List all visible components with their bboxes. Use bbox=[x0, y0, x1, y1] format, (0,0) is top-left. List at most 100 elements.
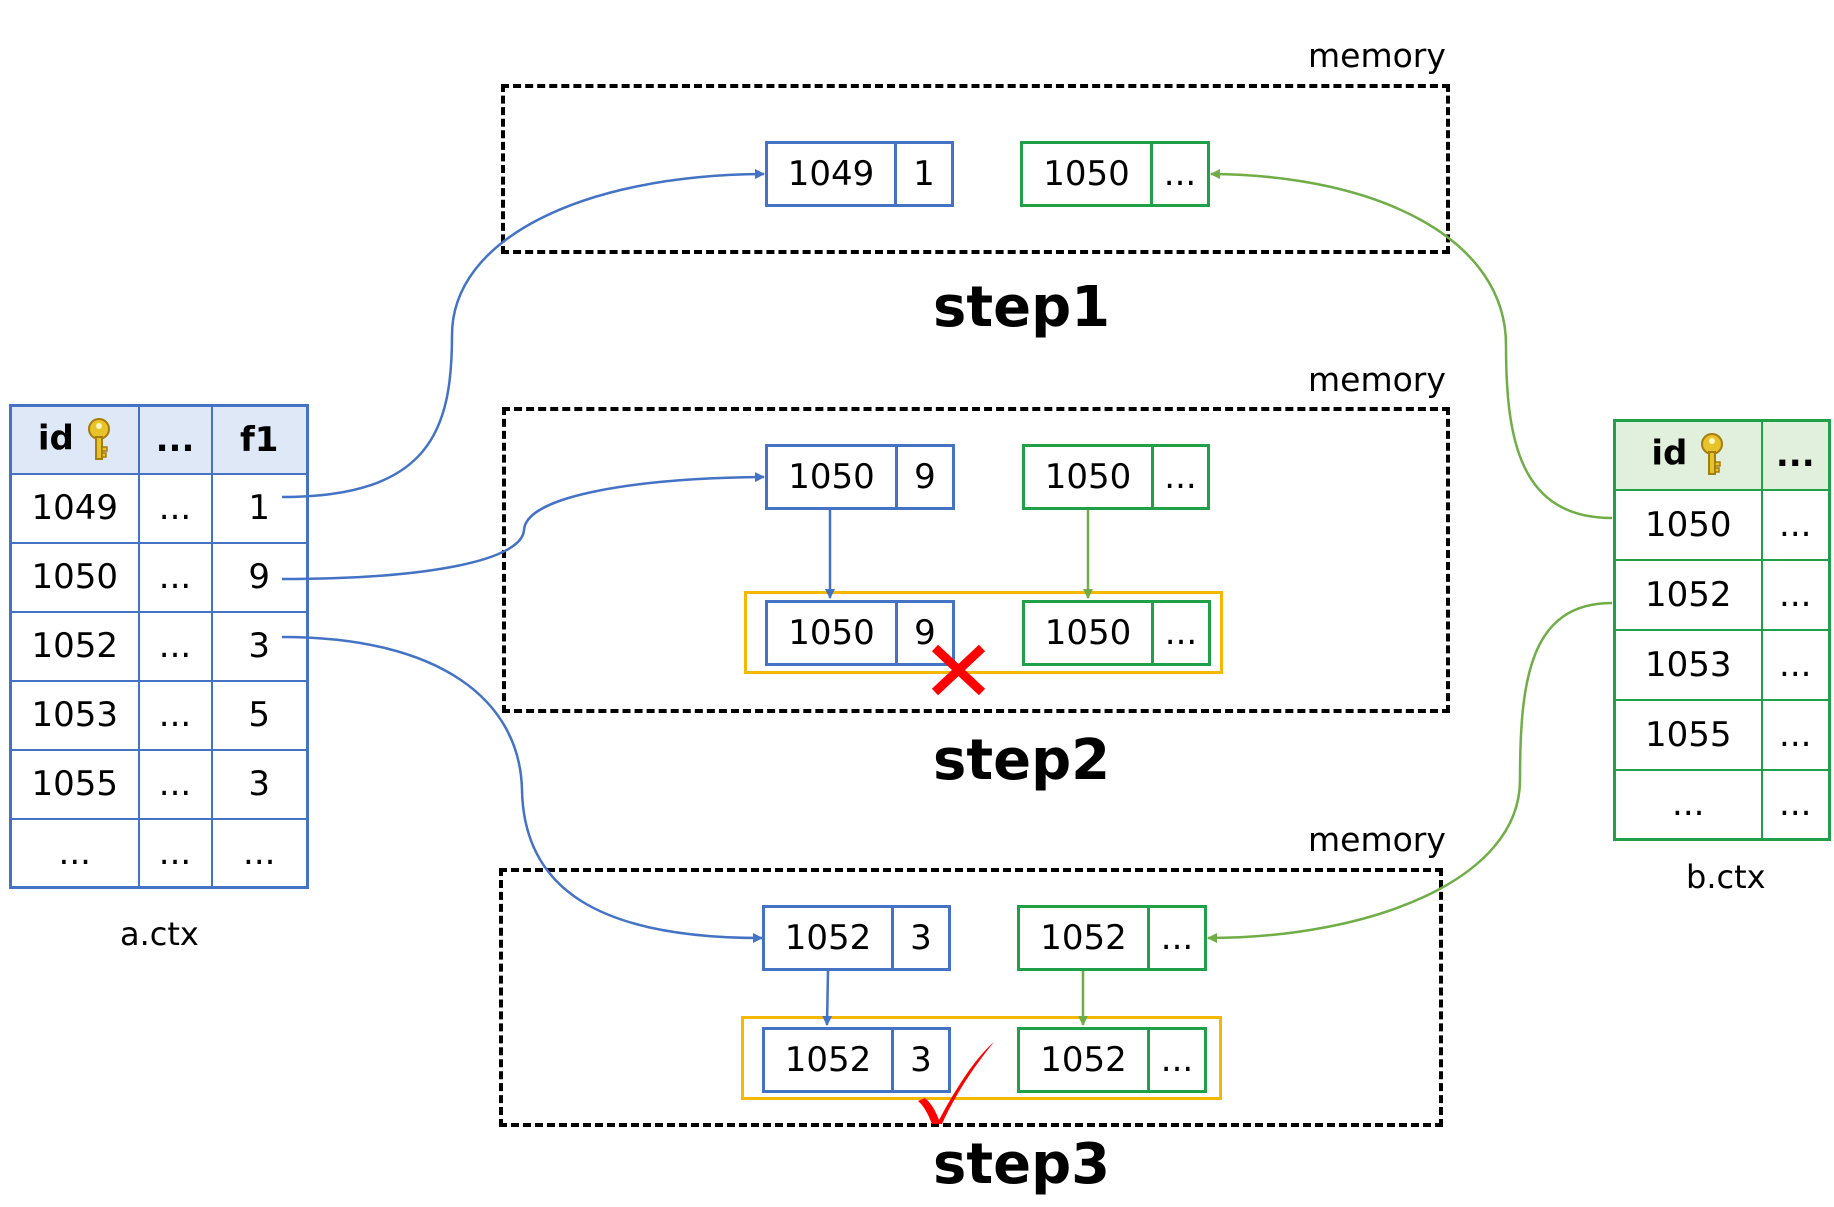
cell: 1049 bbox=[9, 472, 140, 544]
record-blue-step1: 1049 1 bbox=[765, 141, 954, 207]
record-id: 1049 bbox=[768, 144, 897, 204]
table-b-caption: b.ctx bbox=[1686, 858, 1766, 896]
table-a-header-etc: ... bbox=[137, 404, 213, 475]
record-id: 1050 bbox=[768, 603, 898, 663]
step-title-step3: step3 bbox=[933, 1132, 1111, 1197]
key-icon bbox=[1701, 433, 1724, 476]
record-id: 1052 bbox=[765, 908, 894, 968]
table-a-header-id: id bbox=[9, 404, 140, 475]
table-b: id ... 1050 ... 1052 ... 1053 ... bbox=[1613, 419, 1831, 841]
table-row: 1050 ... bbox=[1613, 488, 1831, 561]
cell: 1053 bbox=[9, 679, 140, 751]
cell: ... bbox=[1760, 768, 1831, 841]
joined-blue-step2: 1050 9 bbox=[765, 600, 955, 666]
cell: ... bbox=[1760, 558, 1831, 631]
cell: 3 bbox=[210, 748, 309, 820]
memory-label-step2: memory bbox=[1308, 360, 1446, 399]
table-b-header-id: id bbox=[1613, 419, 1763, 491]
record-id: 1050 bbox=[768, 447, 898, 507]
cell: ... bbox=[210, 817, 309, 889]
cell: ... bbox=[1613, 768, 1763, 841]
header-label: id bbox=[37, 418, 74, 459]
record-value: 3 bbox=[910, 918, 932, 958]
table-row: 1053 ... 5 bbox=[9, 679, 309, 751]
cell: 1 bbox=[210, 472, 309, 544]
record-value: ... bbox=[1164, 457, 1197, 497]
key-icon bbox=[87, 417, 110, 460]
connector-b-1052 bbox=[1207, 601, 1613, 943]
cell: 5 bbox=[210, 679, 309, 751]
joined-blue-step3: 1052 3 bbox=[762, 1027, 951, 1093]
table-row: ... ... bbox=[1613, 768, 1831, 841]
header-label: id bbox=[1651, 433, 1688, 474]
cell: 3 bbox=[210, 610, 309, 682]
record-value: ... bbox=[1163, 154, 1197, 194]
table-row: 1055 ... 3 bbox=[9, 748, 309, 820]
cell: ... bbox=[137, 610, 213, 682]
table-b-header-row: id ... bbox=[1613, 419, 1831, 491]
cell: 1055 bbox=[1613, 698, 1763, 771]
record-green-step3: 1052 ... bbox=[1017, 905, 1207, 971]
table-row: 1052 ... 3 bbox=[9, 610, 309, 682]
cell: ... bbox=[137, 472, 213, 544]
cell: ... bbox=[9, 817, 140, 889]
record-value: ... bbox=[1160, 1040, 1194, 1080]
cell: 1052 bbox=[1613, 558, 1763, 631]
cell: ... bbox=[1760, 628, 1831, 701]
memory-label-step1: memory bbox=[1308, 36, 1446, 75]
join-arrow-blue-step3 bbox=[822, 970, 833, 1026]
cell: ... bbox=[137, 748, 213, 820]
record-blue-step2: 1050 9 bbox=[765, 444, 955, 510]
cell: 1050 bbox=[9, 541, 140, 613]
step-title-step2: step2 bbox=[933, 728, 1111, 793]
table-a-header-f1: f1 bbox=[210, 404, 309, 475]
table-row: 1050 ... 9 bbox=[9, 541, 309, 613]
memory-box-step1 bbox=[501, 84, 1450, 254]
record-green-step2: 1050 ... bbox=[1022, 444, 1210, 510]
cell: 1053 bbox=[1613, 628, 1763, 701]
cross-mark-icon bbox=[931, 644, 986, 696]
table-row: 1055 ... bbox=[1613, 698, 1831, 771]
record-blue-step3: 1052 3 bbox=[762, 905, 951, 971]
memory-box-step2 bbox=[502, 407, 1450, 713]
joined-green-step2: 1050 ... bbox=[1022, 600, 1211, 666]
record-value: 3 bbox=[910, 1040, 932, 1080]
record-id: 1050 bbox=[1023, 144, 1153, 204]
memory-label-step3: memory bbox=[1308, 820, 1446, 859]
connector-1050 bbox=[281, 472, 765, 581]
cell: 1055 bbox=[9, 748, 140, 820]
check-mark-icon bbox=[918, 1042, 994, 1124]
record-green-step1: 1050 ... bbox=[1020, 141, 1210, 207]
cell: ... bbox=[1760, 488, 1831, 561]
record-id: 1052 bbox=[765, 1030, 894, 1090]
table-row: ... ... ... bbox=[9, 817, 309, 889]
connector-1052 bbox=[281, 635, 763, 943]
record-id: 1052 bbox=[1020, 1030, 1150, 1090]
cell: ... bbox=[137, 541, 213, 613]
memory-box-step3 bbox=[499, 868, 1443, 1127]
cell: 1052 bbox=[9, 610, 140, 682]
cell: ... bbox=[137, 817, 213, 889]
record-value: 1 bbox=[913, 154, 935, 194]
cell: ... bbox=[137, 679, 213, 751]
table-row: 1053 ... bbox=[1613, 628, 1831, 701]
table-b-header-etc: ... bbox=[1760, 419, 1831, 491]
cell: 1050 bbox=[1613, 488, 1763, 561]
record-value: 9 bbox=[914, 457, 936, 497]
record-value: 9 bbox=[914, 613, 936, 653]
table-a-header-row: id ... f1 bbox=[9, 404, 309, 475]
table-row: 1052 ... bbox=[1613, 558, 1831, 631]
record-id: 1050 bbox=[1025, 603, 1154, 663]
table-a: id ... f1 1049 ... 1 1050 ... 9 1052 bbox=[9, 404, 309, 889]
table-row: 1049 ... 1 bbox=[9, 472, 309, 544]
record-id: 1050 bbox=[1025, 447, 1154, 507]
step-title-step1: step1 bbox=[933, 275, 1111, 340]
joined-box-step2 bbox=[744, 591, 1223, 674]
table-a-caption: a.ctx bbox=[120, 915, 199, 953]
cell: 9 bbox=[210, 541, 309, 613]
joined-box-step3 bbox=[741, 1016, 1222, 1100]
connector-b-1050 bbox=[1210, 169, 1613, 520]
joined-green-step3: 1052 ... bbox=[1017, 1027, 1207, 1093]
